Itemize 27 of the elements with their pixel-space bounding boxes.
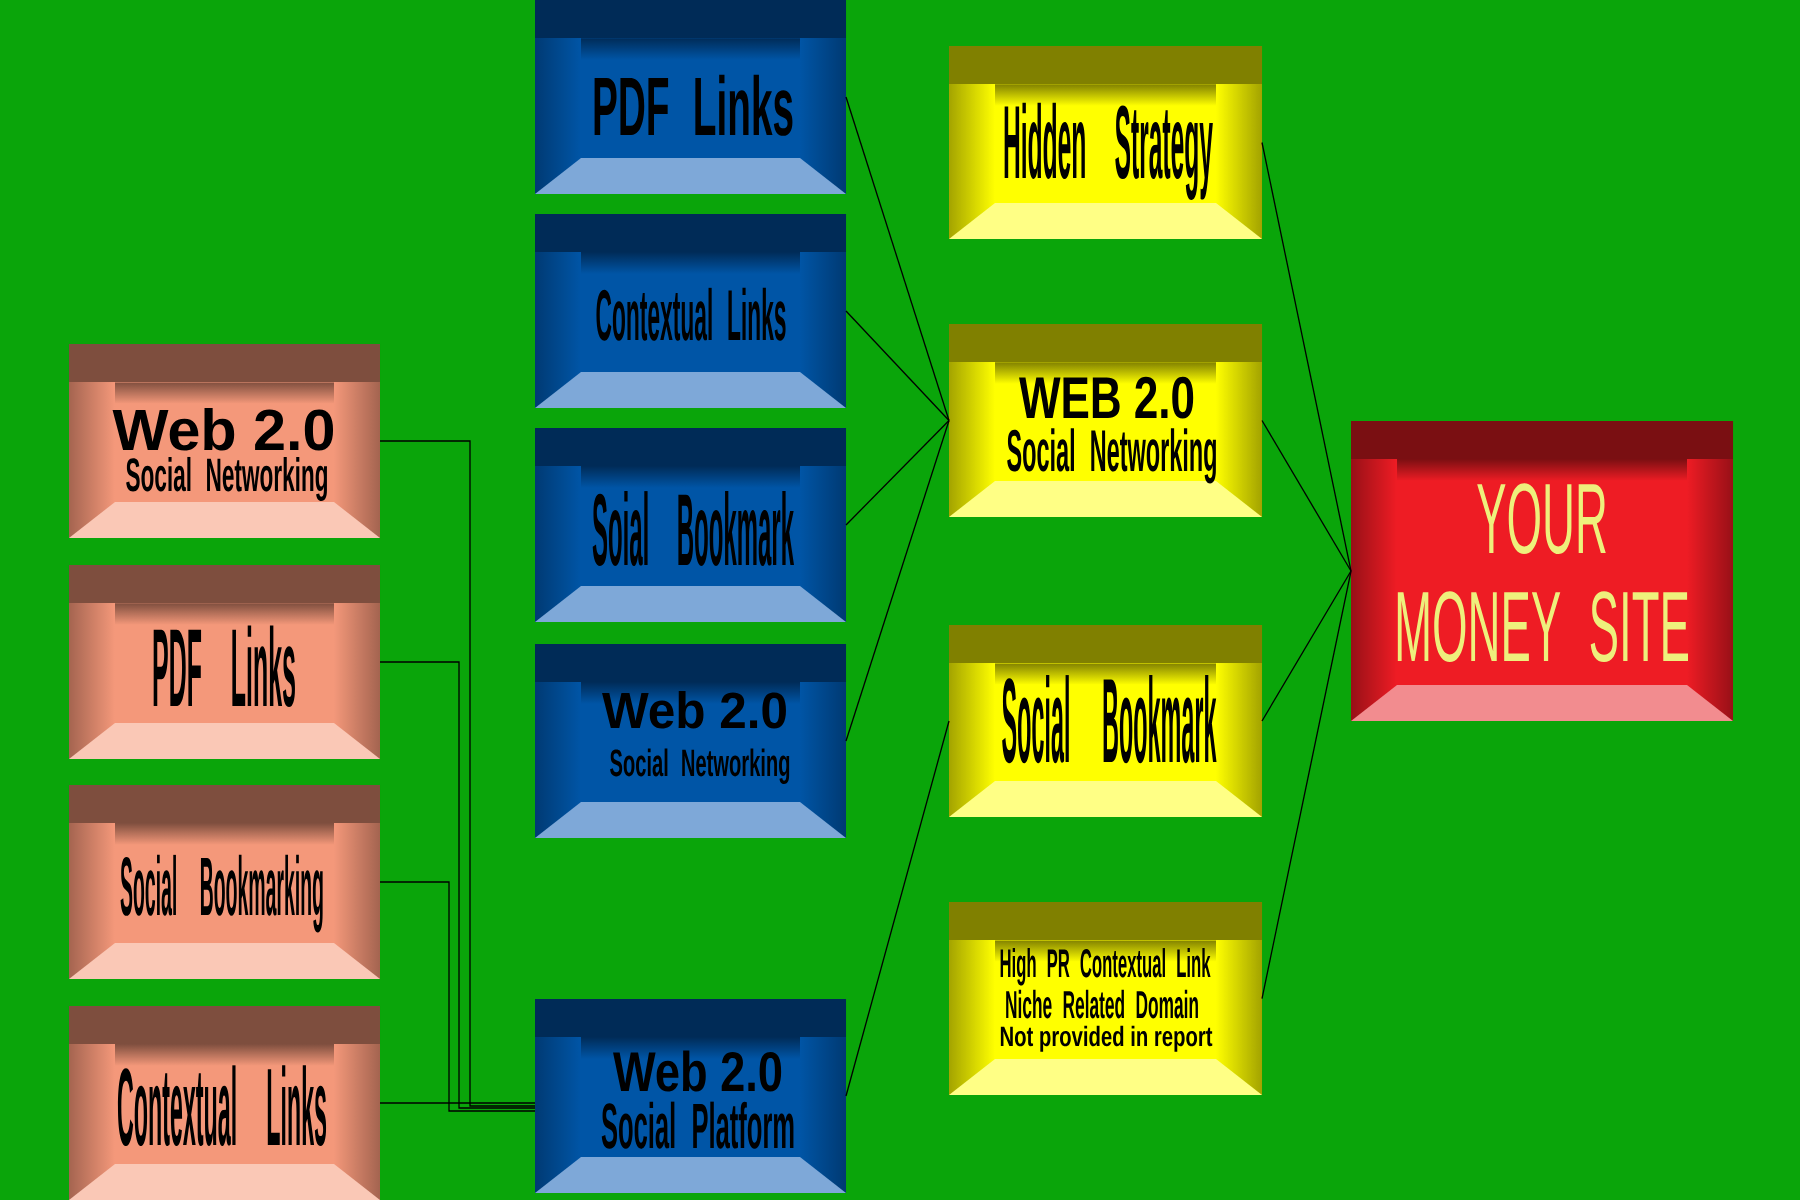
link-box: Web 2.0 Social Networking	[535, 644, 846, 838]
link-box: Web 2.0 Social Platform	[535, 999, 846, 1193]
link-box: PDF Links	[535, 0, 846, 194]
connector-line	[1261, 570, 1352, 1000]
connector-line	[1261, 419, 1352, 572]
connector-line	[1261, 141, 1352, 572]
connector-line	[379, 1102, 536, 1104]
link-box: PDF Links	[69, 565, 380, 759]
link-box: Social Bookmarking	[69, 785, 380, 979]
connector-line	[379, 881, 536, 1112]
connector-line	[1261, 570, 1352, 722]
connector-line	[845, 96, 950, 422]
link-box: Contextual Links	[69, 1006, 380, 1200]
connector-line	[379, 661, 536, 1109]
link-box: Soial Bookmark	[535, 428, 846, 622]
connector-line	[845, 720, 950, 1097]
link-box: Social Bookmark	[949, 625, 1262, 817]
connector-line	[845, 310, 950, 422]
link-box: Web 2.0 Social Networking	[69, 344, 380, 538]
money-site-box: YOUR MONEY SITE	[1351, 421, 1733, 721]
link-box: Hidden Strategy	[949, 46, 1262, 239]
link-box: Contextual Links	[535, 214, 846, 408]
link-box: High PR Contextual Link Niche Related Domain Not provided in report	[949, 902, 1262, 1095]
link-box: WEB 2.0 Social Networking	[949, 324, 1262, 517]
connector-line	[845, 419, 950, 742]
connector-line	[379, 440, 536, 1107]
connector-line	[845, 419, 950, 526]
